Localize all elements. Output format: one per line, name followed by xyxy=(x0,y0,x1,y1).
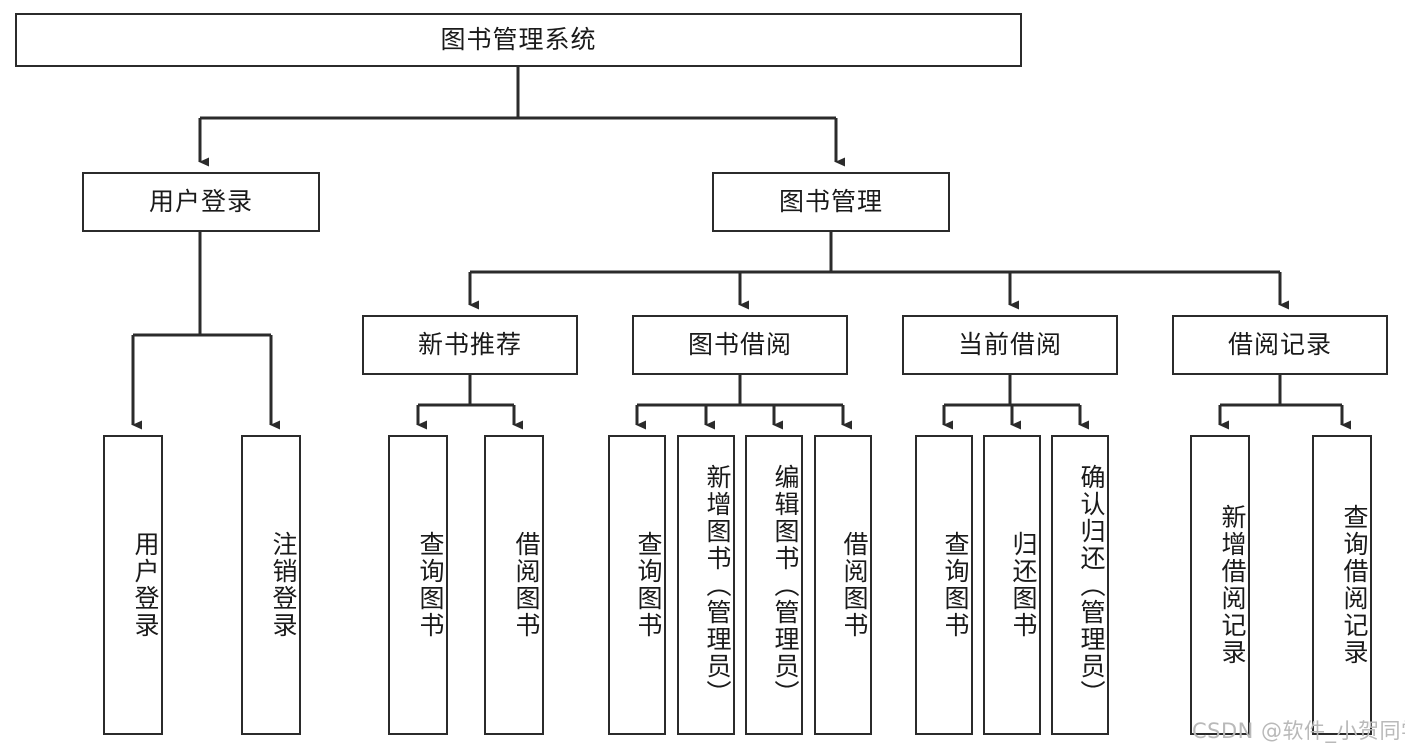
leaf-cb-query-book[interactable]: 查询图书 xyxy=(915,435,973,735)
leaf-cb-return-book[interactable]: 归还图书 xyxy=(983,435,1041,735)
node-label: 查询图书 xyxy=(941,531,970,639)
node-label: 查询图书 xyxy=(634,531,663,639)
node-current-borrow[interactable]: 当前借阅 xyxy=(902,315,1118,375)
node-root-system[interactable]: 图书管理系统 xyxy=(15,13,1022,67)
leaf-bb-edit-book[interactable]: 编辑图书（管理员） xyxy=(745,435,803,735)
node-label: 图书管理 xyxy=(778,187,883,217)
node-label: 编辑图书（管理员） xyxy=(771,463,800,707)
node-label: 新书推荐 xyxy=(417,330,522,360)
leaf-nbr-borrow-book[interactable]: 借阅图书 xyxy=(484,435,544,735)
leaf-br-add-record[interactable]: 新增借阅记录 xyxy=(1190,435,1250,735)
node-label: 注销登录 xyxy=(269,531,298,639)
leaf-cb-confirm-return[interactable]: 确认归还（管理员） xyxy=(1051,435,1109,735)
leaf-bb-add-book[interactable]: 新增图书（管理员） xyxy=(677,435,735,735)
node-label: 查询图书 xyxy=(416,531,445,639)
csdn-watermark: CSDN @软件_小贺同学 xyxy=(1192,719,1405,743)
node-new-book-recommend[interactable]: 新书推荐 xyxy=(362,315,578,375)
node-label: 借阅图书 xyxy=(840,531,869,639)
leaf-user-login[interactable]: 用户登录 xyxy=(103,435,163,735)
node-borrow-record[interactable]: 借阅记录 xyxy=(1172,315,1388,375)
node-label: 图书借阅 xyxy=(687,330,792,360)
leaf-logout[interactable]: 注销登录 xyxy=(241,435,301,735)
node-label: 新增借阅记录 xyxy=(1218,504,1247,666)
node-label: 归还图书 xyxy=(1009,531,1038,639)
node-label: 用户登录 xyxy=(131,531,160,639)
node-user-login[interactable]: 用户登录 xyxy=(82,172,320,232)
node-label: 用户登录 xyxy=(148,187,253,217)
node-label: 借阅图书 xyxy=(512,531,541,639)
node-book-management[interactable]: 图书管理 xyxy=(712,172,950,232)
node-label: 查询借阅记录 xyxy=(1340,504,1369,666)
node-label: 图书管理系统 xyxy=(440,25,597,55)
node-label: 新增图书（管理员） xyxy=(703,463,732,707)
node-label: 借阅记录 xyxy=(1227,330,1332,360)
leaf-nbr-query-book[interactable]: 查询图书 xyxy=(388,435,448,735)
leaf-br-query-record[interactable]: 查询借阅记录 xyxy=(1312,435,1372,735)
leaf-bb-borrow-book[interactable]: 借阅图书 xyxy=(814,435,872,735)
leaf-bb-query-book[interactable]: 查询图书 xyxy=(608,435,666,735)
node-book-borrow[interactable]: 图书借阅 xyxy=(632,315,848,375)
node-label: 当前借阅 xyxy=(957,330,1062,360)
node-label: 确认归还（管理员） xyxy=(1077,463,1106,707)
